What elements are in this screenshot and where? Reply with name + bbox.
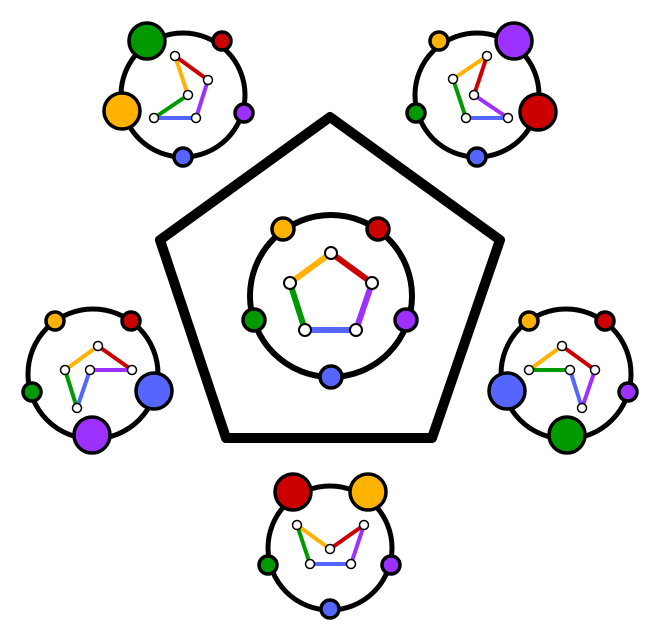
center-diagram bbox=[241, 212, 419, 390]
middle-left-node bbox=[71, 402, 83, 414]
bottom-dot-green bbox=[257, 554, 279, 576]
top-left-dot-purple bbox=[233, 102, 255, 124]
top-left-node bbox=[182, 89, 194, 101]
center-edge-red bbox=[328, 250, 375, 286]
top-left-node bbox=[202, 74, 214, 86]
top-right-edge-green bbox=[451, 77, 468, 120]
middle-left-dot-orange bbox=[44, 310, 66, 332]
top-left-dot-red bbox=[211, 30, 233, 52]
bottom-dot-blue bbox=[319, 598, 341, 620]
top-left-edge-purple bbox=[194, 78, 210, 120]
center-node bbox=[283, 276, 297, 290]
bottom-diagram bbox=[257, 472, 402, 620]
top-left-edge-red bbox=[173, 54, 210, 82]
middle-right-node bbox=[576, 402, 588, 414]
top-left-node bbox=[148, 112, 160, 124]
center-edge-orange bbox=[287, 250, 334, 286]
bottom-edge-red bbox=[328, 523, 366, 551]
center-node bbox=[365, 276, 379, 290]
center-edge-purple bbox=[353, 280, 375, 333]
middle-right-edge-purple bbox=[580, 368, 597, 410]
bottom-node bbox=[324, 543, 336, 555]
middle-left-node bbox=[84, 364, 96, 376]
top-left-node bbox=[169, 50, 181, 62]
bottom-node bbox=[358, 519, 370, 531]
middle-right-node bbox=[564, 364, 576, 376]
middle-right-diagram bbox=[487, 306, 639, 455]
middle-left-dot-purple bbox=[72, 415, 112, 455]
middle-left-node bbox=[59, 364, 71, 376]
top-right-diagram bbox=[405, 21, 558, 168]
middle-right-dot-blue bbox=[487, 371, 527, 411]
bottom-node bbox=[291, 519, 303, 531]
center-ring bbox=[247, 212, 415, 380]
center-node bbox=[324, 246, 338, 260]
center-dot-orange bbox=[270, 216, 296, 242]
top-right-dot-blue bbox=[466, 146, 488, 168]
middle-right-edge-red bbox=[560, 344, 597, 372]
middle-left-edge-orange bbox=[63, 344, 100, 372]
top-right-node bbox=[502, 112, 514, 124]
center-node bbox=[349, 323, 363, 337]
top-left-dot-green bbox=[127, 21, 167, 61]
center-edge-green bbox=[287, 280, 308, 333]
center-dot-purple bbox=[393, 307, 419, 333]
middle-left-edge-green bbox=[63, 368, 79, 410]
top-right-node bbox=[481, 50, 493, 62]
middle-left-edge-blue bbox=[75, 368, 92, 410]
center-node bbox=[298, 323, 312, 337]
middle-right-dot-green bbox=[547, 415, 587, 455]
middle-right-dot-red bbox=[594, 310, 616, 332]
top-left-edge-green bbox=[152, 93, 190, 120]
middle-right-node bbox=[589, 364, 601, 376]
center-dot-blue bbox=[318, 364, 344, 390]
top-right-edge-purple bbox=[472, 93, 510, 120]
middle-right-dot-orange bbox=[518, 310, 540, 332]
top-right-dot-green bbox=[405, 102, 427, 124]
top-left-dot-orange bbox=[102, 91, 142, 131]
middle-left-node bbox=[92, 340, 104, 352]
top-left-edge-orange bbox=[173, 54, 190, 97]
bottom-edge-green bbox=[295, 523, 312, 566]
pentagon-frame bbox=[155, 112, 505, 443]
top-right-dot-purple bbox=[494, 21, 534, 61]
bottom-dot-purple bbox=[380, 554, 402, 576]
top-right-dot-red bbox=[518, 92, 558, 132]
middle-left-dot-blue bbox=[134, 371, 174, 411]
middle-left-diagram bbox=[21, 306, 174, 455]
top-left-node bbox=[190, 112, 202, 124]
top-right-node bbox=[447, 73, 459, 85]
bottom-edge-orange bbox=[295, 523, 332, 551]
middle-right-edge-blue bbox=[568, 368, 584, 410]
top-right-node bbox=[468, 89, 480, 101]
middle-right-edge-orange bbox=[527, 344, 564, 372]
middle-left-edge-red bbox=[96, 344, 134, 372]
bottom-node bbox=[304, 558, 316, 570]
top-right-dot-orange bbox=[428, 30, 450, 52]
middle-left-dot-red bbox=[120, 310, 142, 332]
middle-left-node bbox=[126, 364, 138, 376]
bottom-edge-purple bbox=[349, 523, 366, 566]
middle-right-node bbox=[556, 340, 568, 352]
middle-right-node bbox=[523, 364, 535, 376]
top-left-diagram bbox=[102, 21, 255, 168]
top-left-dot-blue bbox=[172, 146, 194, 168]
bottom-node bbox=[345, 558, 357, 570]
middle-right-dot-purple bbox=[617, 381, 639, 403]
center-dot-red bbox=[365, 216, 391, 242]
middle-left-dot-green bbox=[21, 381, 43, 403]
top-right-edge-red bbox=[472, 54, 489, 97]
bottom-dot-red bbox=[273, 472, 313, 512]
bottom-dot-orange bbox=[348, 472, 388, 512]
top-right-edge-orange bbox=[451, 54, 489, 81]
center-dot-green bbox=[241, 307, 267, 333]
top-right-node bbox=[460, 112, 472, 124]
